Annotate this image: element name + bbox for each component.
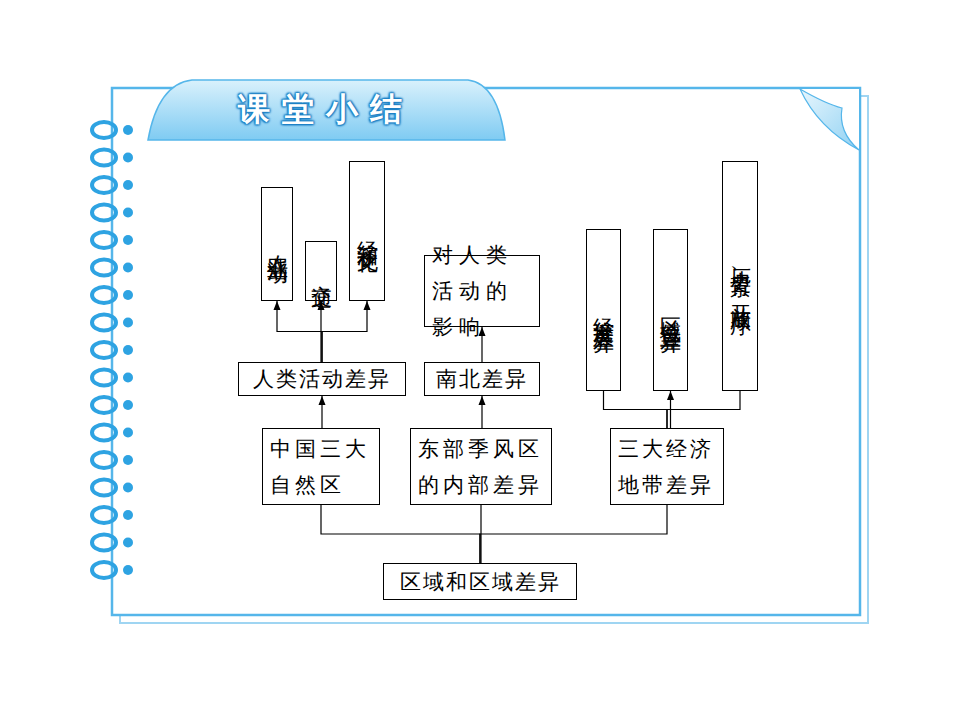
spiral-ring — [92, 370, 116, 386]
box-label: 中国三大自然区 — [270, 431, 375, 503]
ring-hole — [123, 153, 133, 163]
box-label: 经济和文化 — [355, 224, 378, 239]
ring-hole — [123, 208, 133, 218]
spiral-ring — [92, 535, 116, 551]
connector — [318, 301, 325, 362]
ring-hole — [123, 263, 133, 273]
corner-cut — [800, 89, 859, 150]
connector-line — [321, 505, 480, 563]
box-label: 历史背景、开放顺序 — [728, 252, 751, 300]
spiral-ring — [92, 480, 116, 496]
text-box: 中国三大自然区 — [262, 428, 380, 505]
text-box: 三大经济地带差异 — [610, 428, 724, 505]
text-box: 对人类活动的影响 — [424, 255, 540, 327]
connector — [319, 396, 326, 428]
box-label: 区域位置差异 — [659, 301, 682, 319]
ring-hole — [123, 373, 133, 383]
connector — [480, 505, 667, 563]
connector — [322, 301, 371, 362]
connector — [321, 505, 480, 563]
arrow-head — [364, 301, 371, 310]
connector — [604, 391, 668, 428]
spiral-ring — [92, 452, 116, 468]
text-box: 东部季风区的内部差异 — [410, 428, 552, 505]
arrow-head — [667, 391, 674, 400]
page-curl — [800, 89, 859, 150]
connector-line — [480, 505, 481, 563]
ring-hole — [123, 400, 133, 410]
arrow-head — [318, 301, 325, 310]
ring-hole — [123, 290, 133, 300]
connector — [481, 505, 482, 563]
ring-hole — [123, 538, 133, 548]
text-box: 经济发展差异 — [586, 229, 621, 391]
ring-hole — [123, 455, 133, 465]
spiral-ring — [92, 122, 116, 138]
box-label: 南北差异 — [436, 365, 528, 393]
connector — [667, 391, 674, 428]
title-tab — [148, 80, 505, 140]
spiral-ring — [92, 315, 116, 331]
spiral-ring — [92, 287, 116, 303]
text-box: 经济和文化 — [349, 161, 385, 301]
arrow-head — [319, 396, 326, 405]
spiral-ring — [92, 425, 116, 441]
connector-line — [480, 505, 667, 563]
box-label: 对人类活动的影响 — [432, 237, 535, 345]
front-page — [112, 88, 860, 615]
connector-line — [277, 301, 322, 362]
ring-hole — [123, 428, 133, 438]
connector-line — [321, 396, 322, 428]
text-box: 历史背景、开放顺序 — [722, 161, 758, 391]
connector-line — [481, 396, 482, 428]
connector — [274, 301, 323, 362]
ring-hole — [123, 318, 133, 328]
connector — [667, 391, 740, 428]
ring-hole — [123, 483, 133, 493]
connector-line — [322, 301, 367, 362]
text-box: 区域位置差异 — [653, 229, 688, 391]
box-label: 农业活动 — [265, 238, 288, 250]
spiral-ring — [92, 232, 116, 248]
box-label: 人类活动差异 — [253, 365, 391, 393]
spiral-ring — [92, 397, 116, 413]
spiral-ring — [92, 177, 116, 193]
box-label: 经济发展差异 — [592, 301, 615, 319]
arrow-head — [274, 301, 281, 310]
text-box: 南北差异 — [424, 362, 540, 396]
arrow-head — [479, 396, 486, 405]
spiral-ring — [92, 260, 116, 276]
ring-hole — [123, 180, 133, 190]
text-box: 人类活动差异 — [238, 362, 406, 396]
connector-line — [667, 391, 740, 428]
text-box: 交通 — [305, 241, 337, 301]
ring-hole — [123, 510, 133, 520]
connector — [479, 396, 486, 428]
ring-hole — [123, 345, 133, 355]
ring-hole — [123, 235, 133, 245]
connector-line — [670, 391, 671, 428]
box-label: 交通 — [309, 268, 332, 274]
box-label: 三大经济地带差异 — [618, 431, 719, 503]
connector-line — [604, 391, 668, 428]
spiral-rings — [92, 122, 133, 578]
spiral-ring — [92, 342, 116, 358]
spiral-ring — [92, 562, 116, 578]
spiral-ring — [92, 507, 116, 523]
text-box: 农业活动 — [261, 187, 293, 301]
ring-hole — [123, 565, 133, 575]
title-text: 课堂小结 — [176, 88, 476, 132]
ring-hole — [123, 125, 133, 135]
box-label: 东部季风区的内部差异 — [418, 431, 547, 503]
spiral-ring — [92, 150, 116, 166]
spiral-ring — [92, 205, 116, 221]
connector-line — [320, 301, 321, 362]
box-label: 区域和区域差异 — [400, 568, 561, 596]
text-box: 区域和区域差异 — [383, 563, 577, 600]
